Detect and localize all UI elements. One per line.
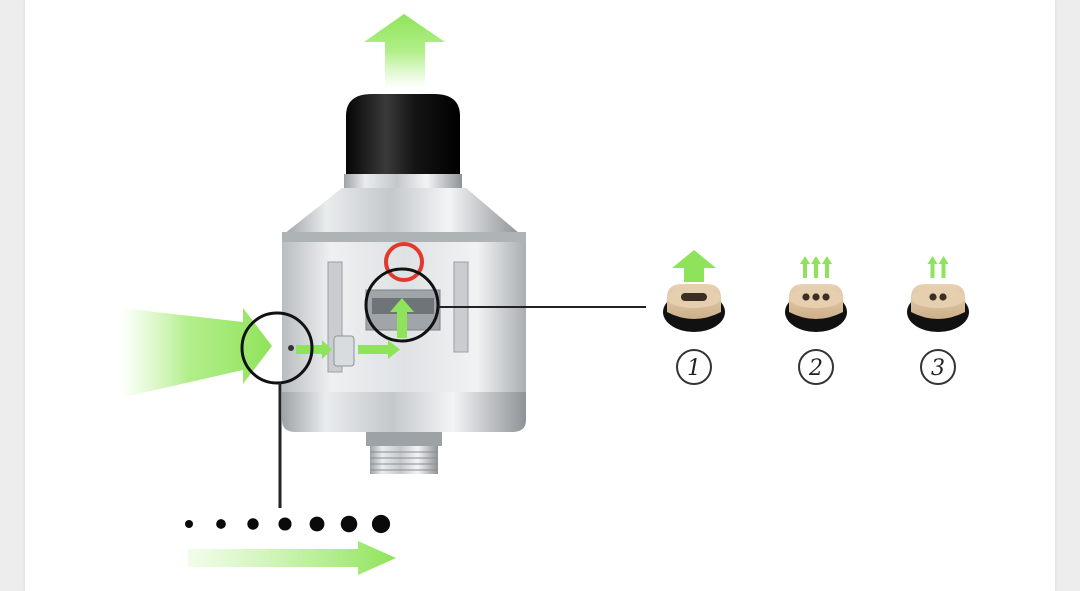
airflow-hole <box>822 293 830 301</box>
airflow-hole <box>929 293 937 301</box>
airflow-dot <box>340 515 358 533</box>
variant-number: 2 <box>808 356 823 381</box>
insert-top <box>911 288 965 308</box>
internal-airflow-arrows <box>296 298 414 359</box>
variant-number-circle <box>798 349 834 385</box>
airflow-dot <box>309 516 325 532</box>
side-inflow-arrow <box>120 308 272 398</box>
airflow-arrow <box>927 256 938 278</box>
airflow-hole-callout <box>240 311 314 385</box>
insert-variant-1: 1 <box>663 250 725 385</box>
variant-number: 3 <box>931 356 945 381</box>
drip-tip <box>346 94 460 174</box>
airflow-arrow <box>811 256 821 278</box>
variant-number-circle <box>676 349 712 385</box>
top-outflow-arrow <box>364 14 445 88</box>
airflow-hole <box>939 293 947 301</box>
content-card <box>25 0 1055 591</box>
airflow-arrow <box>822 256 832 278</box>
airflow-arrow <box>800 256 810 278</box>
airflow-insert-variants: 1 2 3 <box>663 250 969 385</box>
top-cap <box>284 188 520 234</box>
base <box>282 392 526 432</box>
bottom-direction-arrow <box>188 541 396 575</box>
airflow-arrow <box>938 256 949 278</box>
airflow-dot <box>371 514 391 534</box>
insert-callout <box>364 267 440 343</box>
airflow-dot <box>247 518 259 530</box>
airflow-arrow <box>672 250 716 282</box>
insert-variant-3: 3 <box>907 256 969 385</box>
airflow-size-dots <box>185 514 391 534</box>
airflow-hole <box>802 293 810 301</box>
airflow-dot <box>185 520 193 528</box>
airflow-dot <box>216 519 226 529</box>
airflow-hole <box>812 293 820 301</box>
airflow-dot <box>278 517 292 531</box>
variant-number: 1 <box>687 356 701 381</box>
insert-variant-2: 2 <box>785 256 847 385</box>
connector-510 <box>366 432 442 446</box>
drip-tip-collar <box>344 174 462 188</box>
atomizer <box>282 94 526 474</box>
variant-number-circle <box>920 349 956 385</box>
oring-highlight <box>384 242 424 282</box>
airflow-slot <box>681 293 707 301</box>
